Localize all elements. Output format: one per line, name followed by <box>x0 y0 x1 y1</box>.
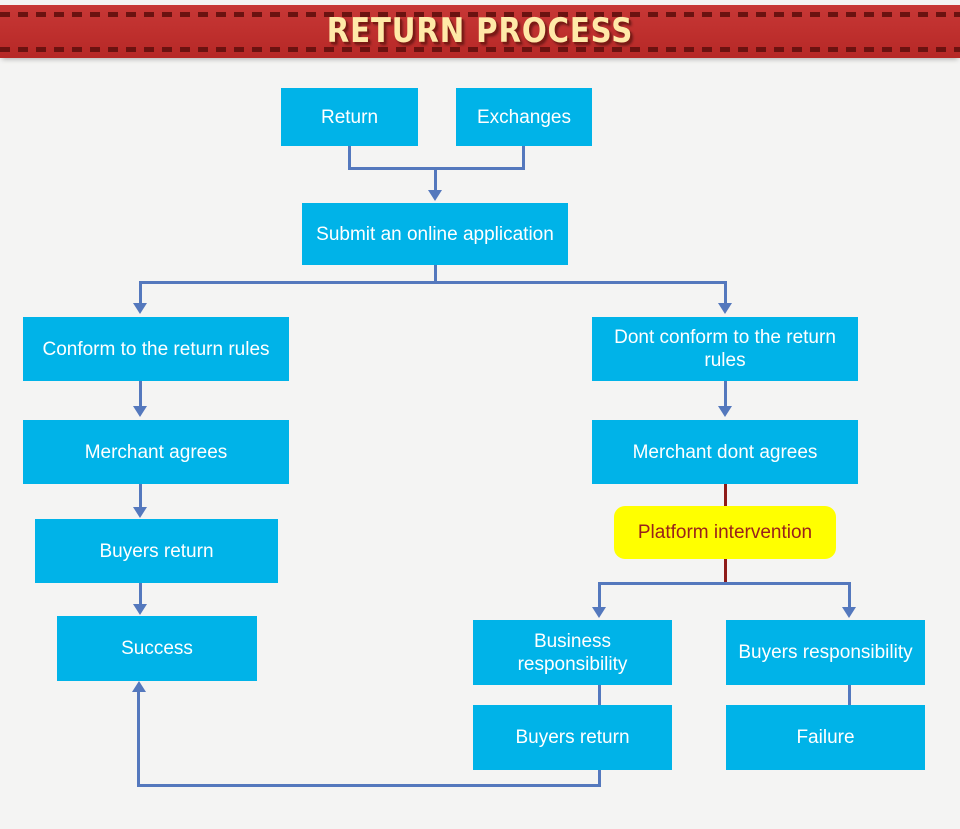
node-merchant-dont-agrees-label: Merchant dont agrees <box>632 441 818 463</box>
node-merchant-agrees-label: Merchant agrees <box>84 441 228 463</box>
node-failure[interactable]: Failure <box>726 705 925 770</box>
edge-buyers-return-to-success <box>139 582 142 608</box>
page-title: RETURN PROCESS <box>326 11 634 51</box>
node-buyers-return-left[interactable]: Buyers return <box>35 519 278 583</box>
node-platform-intervention-label: Platform intervention <box>637 522 813 543</box>
node-submit-application[interactable]: Submit an online application <box>302 203 568 265</box>
arrow-to-buyers-responsibility <box>842 607 856 618</box>
edge-join-to-submit <box>434 167 437 193</box>
arrow-to-business-responsibility <box>592 607 606 618</box>
arrow-to-success-top <box>133 604 147 615</box>
edge-submit-down <box>434 265 437 284</box>
node-business-responsibility[interactable]: Business responsibility <box>473 620 672 685</box>
node-conform-to-return-rules[interactable]: Conform to the return rules <box>23 317 289 381</box>
edge-platform-down <box>724 558 727 584</box>
edge-dont-conform-to-merchant-dont-agrees <box>724 381 727 409</box>
node-buyers-responsibility[interactable]: Buyers responsibility <box>726 620 925 685</box>
node-return[interactable]: Return <box>281 88 418 146</box>
edge-split-right-down <box>724 281 727 306</box>
arrow-to-conform <box>133 303 147 314</box>
edge-return-down <box>348 146 351 170</box>
edge-conform-to-merchant-agrees <box>139 381 142 409</box>
arrow-to-merchant-dont-agrees <box>718 406 732 417</box>
edge-merchant-dont-agrees-to-platform <box>724 484 727 508</box>
edge-merchant-agrees-to-buyers-return <box>139 484 142 511</box>
arrow-to-buyers-return-left <box>133 507 147 518</box>
edge-loop-down <box>598 770 601 787</box>
banner-dashed-line-top <box>0 12 960 17</box>
arrow-to-merchant-agrees <box>133 406 147 417</box>
edge-split-left-down <box>139 281 142 306</box>
node-buyers-return-left-label: Buyers return <box>99 540 214 562</box>
node-success[interactable]: Success <box>57 616 257 681</box>
header-banner: RETURN PROCESS <box>0 0 960 68</box>
node-success-label: Success <box>121 638 193 659</box>
banner-dashed-line-bottom <box>0 47 960 52</box>
edge-business-to-buyers-return <box>598 685 601 706</box>
edge-split-bar <box>139 281 727 284</box>
edge-loop-bottom <box>137 784 601 787</box>
node-conform-to-return-rules-label: Conform to the return rules <box>42 338 270 360</box>
edge-loop-up <box>137 692 140 786</box>
edge-platform-split-bar <box>598 582 851 585</box>
node-exchanges[interactable]: Exchanges <box>456 88 592 146</box>
node-submit-application-label: Submit an online application <box>316 223 554 245</box>
banner-ribbon: RETURN PROCESS <box>0 5 960 58</box>
arrow-to-success-bottom <box>132 681 146 692</box>
node-buyers-responsibility-label: Buyers responsibility <box>738 642 913 663</box>
node-return-label: Return <box>320 106 379 128</box>
edge-platform-split-right-down <box>848 582 851 609</box>
node-merchant-dont-agrees[interactable]: Merchant dont agrees <box>592 420 858 484</box>
node-platform-intervention[interactable]: Platform intervention <box>614 506 836 559</box>
node-exchanges-label: Exchanges <box>476 106 571 128</box>
node-buyers-return-right[interactable]: Buyers return <box>473 705 672 770</box>
node-failure-label: Failure <box>796 727 855 748</box>
node-buyers-return-right-label: Buyers return <box>515 727 630 748</box>
node-dont-conform-to-return-rules[interactable]: Dont conform to the return rules <box>592 317 858 381</box>
arrow-to-dont-conform <box>718 303 732 314</box>
arrow-to-submit <box>428 190 442 201</box>
node-dont-conform-to-return-rules-label: Dont conform to the return rules <box>614 327 836 371</box>
node-business-responsibility-label: Business responsibility <box>517 630 628 675</box>
node-merchant-agrees[interactable]: Merchant agrees <box>23 420 289 484</box>
edge-exchanges-down <box>522 146 525 170</box>
edge-buyers-responsibility-to-failure <box>848 685 851 706</box>
edge-platform-split-left-down <box>598 582 601 609</box>
